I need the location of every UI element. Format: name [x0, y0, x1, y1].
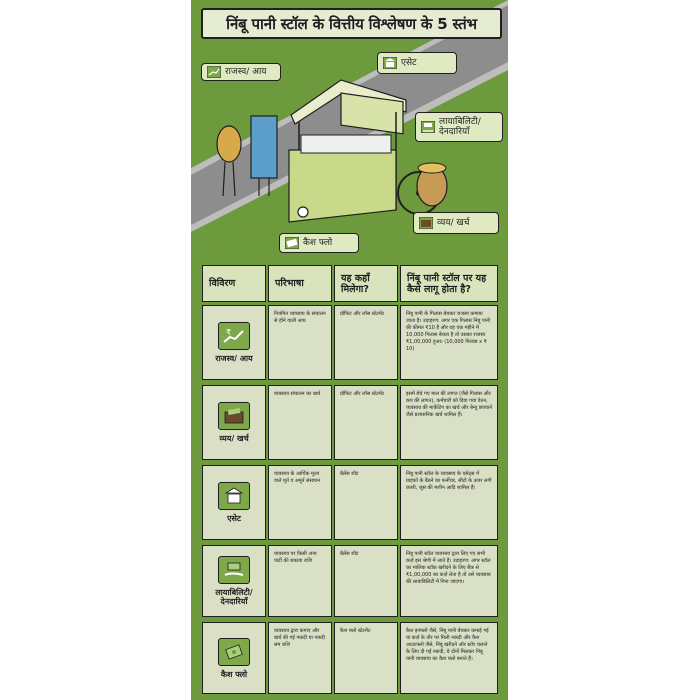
- row-name-cell: लायाबिलिटी/ देनदारियाँ: [202, 545, 266, 617]
- header-item: विविरण: [202, 265, 266, 302]
- table-row: व्यय/ खर्च व्यवसाय संचालन का खर्च प्रॉफि…: [202, 385, 498, 460]
- table-row: लायाबिलिटी/ देनदारियाँ व्यवसाय पर किसी अ…: [202, 545, 498, 617]
- header-application: निंबू पानी स्टॉल पर यह कैसे लागू होता है…: [400, 265, 498, 302]
- row-where: बैलेंस शीट: [340, 471, 359, 477]
- row-where-cell: प्रॉफिट और लॉस स्टेटमेंट: [334, 385, 398, 460]
- hand-money-icon: [218, 556, 250, 584]
- row-definition-cell: व्यवसाय संचालन का खर्च: [268, 385, 332, 460]
- revenue-growth-icon: [207, 66, 221, 78]
- row-where: प्रॉफिट और लॉस स्टेटमेंट: [340, 311, 385, 317]
- row-name: लायाबिलिटी/ देनदारियाँ: [215, 588, 253, 606]
- stall-cart-icon: [383, 57, 397, 69]
- row-name: राजस्व/ आय: [215, 354, 253, 363]
- tag-revenue-label: राजस्व/ आय: [225, 67, 267, 77]
- row-definition: नियमित व्यवसाय के संचालन से होने वाली आय: [274, 311, 326, 324]
- row-name-cell: एसेट: [202, 465, 266, 540]
- row-definition-cell: व्यवसाय पर किसी अन्य पार्टी की बकाया राश…: [268, 545, 332, 617]
- row-where-cell: प्रॉफिट और लॉस स्टेटमेंट: [334, 305, 398, 380]
- hero-illustration: निंबू पानी स्टॉल के वित्तीय विश्लेषण के …: [191, 0, 508, 262]
- cash-note-icon: [285, 237, 299, 249]
- wallet-money-icon: [419, 217, 433, 229]
- infographic-poster: निंबू पानी स्टॉल के वित्तीय विश्लेषण के …: [191, 0, 508, 700]
- row-name: कैश फ्लो: [220, 669, 248, 679]
- wallet-money-icon: [218, 402, 250, 430]
- row-definition-cell: व्यवसाय के आर्थिक मूल्य वाले मूर्त व अमू…: [268, 465, 332, 540]
- coin-character-illustration: [216, 125, 242, 197]
- tag-liabilities-label: लायाबिलिटी/ देनदारियाँ: [439, 117, 481, 137]
- row-name: व्यय/ खर्च: [219, 434, 249, 443]
- header-definition-label: परिभाषा: [275, 278, 304, 289]
- tag-cashflow: कैश फ्लो: [279, 233, 359, 253]
- row-application-cell: इसमें बेचे गए माल की लागत (जैसे गिलास और…: [400, 385, 498, 460]
- row-where-cell: कैश फ्लो स्टेटमेंट: [334, 622, 398, 694]
- tag-liabilities: लायाबिलिटी/ देनदारियाँ: [415, 112, 503, 142]
- title-text: निंबू पानी स्टॉल के वित्तीय विश्लेषण के …: [226, 14, 477, 33]
- row-application: निंबू पानी स्टॉल के व्यवसाय के एसेट्स मे…: [406, 471, 492, 491]
- row-name-cell: ₹ राजस्व/ आय: [202, 305, 266, 380]
- row-where-cell: बैलेंस शीट: [334, 465, 398, 540]
- tag-expenses-label: व्यय/ खर्च: [437, 218, 470, 228]
- table-row: ₹ राजस्व/ आय नियमित व्यवसाय के संचालन से…: [202, 305, 498, 380]
- tag-assets-label: एसेट: [401, 58, 417, 68]
- row-application-cell: निंबू पानी स्टॉल व्यवसाय द्वारा लिए गए स…: [400, 545, 498, 617]
- hand-money-icon: [421, 121, 435, 133]
- table-row: कैश फ्लो व्यवसाय द्वारा कमाए और खर्च की …: [202, 622, 498, 694]
- row-name-cell: कैश फ्लो: [202, 622, 266, 694]
- row-definition-cell: नियमित व्यवसाय के संचालन से होने वाली आय: [268, 305, 332, 380]
- row-application: कैश इनफ्लो जैसे, निंबू पानी बेचकर कमाई ग…: [406, 628, 489, 662]
- row-where: प्रॉफिट और लॉस स्टेटमेंट: [340, 391, 385, 397]
- row-application-cell: निंबू पानी स्टॉल के व्यवसाय के एसेट्स मे…: [400, 465, 498, 540]
- tag-revenue: राजस्व/ आय: [201, 63, 281, 81]
- pillars-table: विविरण परिभाषा यह कहाँ मिलेगा? निंबू पान…: [202, 265, 498, 695]
- row-name: एसेट: [227, 514, 241, 523]
- row-definition: व्यवसाय संचालन का खर्च: [274, 391, 321, 397]
- row-definition-cell: व्यवसाय द्वारा कमाए और खर्च की गई नकदी य…: [268, 622, 332, 694]
- row-definition: व्यवसाय के आर्थिक मूल्य वाले मूर्त व अमू…: [274, 471, 321, 484]
- row-definition: व्यवसाय द्वारा कमाए और खर्च की गई नकदी य…: [274, 628, 325, 648]
- row-application: निंबू पानी स्टॉल व्यवसाय द्वारा लिए गए स…: [406, 551, 491, 585]
- header-where-label: यह कहाँ मिलेगा?: [341, 272, 370, 295]
- stall-cart-illustration: [288, 79, 448, 223]
- row-where: कैश फ्लो स्टेटमेंट: [340, 628, 371, 634]
- row-application-cell: कैश इनफ्लो जैसे, निंबू पानी बेचकर कमाई ग…: [400, 622, 498, 694]
- row-definition: व्यवसाय पर किसी अन्य पार्टी की बकाया राश…: [274, 551, 317, 564]
- row-application: निंबू पानी के गिलास बेचकर राजस्व कमाया ज…: [406, 311, 491, 352]
- tag-cashflow-label: कैश फ्लो: [303, 238, 333, 248]
- header-application-label: निंबू पानी स्टॉल पर यह कैसे लागू होता है…: [407, 272, 487, 295]
- header-item-label: विविरण: [209, 278, 236, 289]
- row-where: बैलेंस शीट: [340, 551, 359, 557]
- header-definition: परिभाषा: [268, 265, 332, 302]
- note-character-illustration: [250, 115, 278, 196]
- tag-expenses: व्यय/ खर्च: [413, 212, 499, 234]
- page-title: निंबू पानी स्टॉल के वित्तीय विश्लेषण के …: [201, 8, 502, 39]
- svg-text:₹: ₹: [226, 328, 231, 337]
- row-application-cell: निंबू पानी के गिलास बेचकर राजस्व कमाया ज…: [400, 305, 498, 380]
- stall-cart-icon: [218, 482, 250, 510]
- tag-assets: एसेट: [377, 52, 457, 74]
- row-name-cell: व्यय/ खर्च: [202, 385, 266, 460]
- road-illustration: [191, 0, 508, 262]
- header-where: यह कहाँ मिलेगा?: [334, 265, 398, 302]
- row-application: इसमें बेचे गए माल की लागत (जैसे गिलास और…: [406, 391, 492, 418]
- revenue-growth-icon: ₹: [218, 322, 250, 350]
- cash-note-icon: [218, 637, 250, 666]
- row-where-cell: बैलेंस शीट: [334, 545, 398, 617]
- table-row: एसेट व्यवसाय के आर्थिक मूल्य वाले मूर्त …: [202, 465, 498, 540]
